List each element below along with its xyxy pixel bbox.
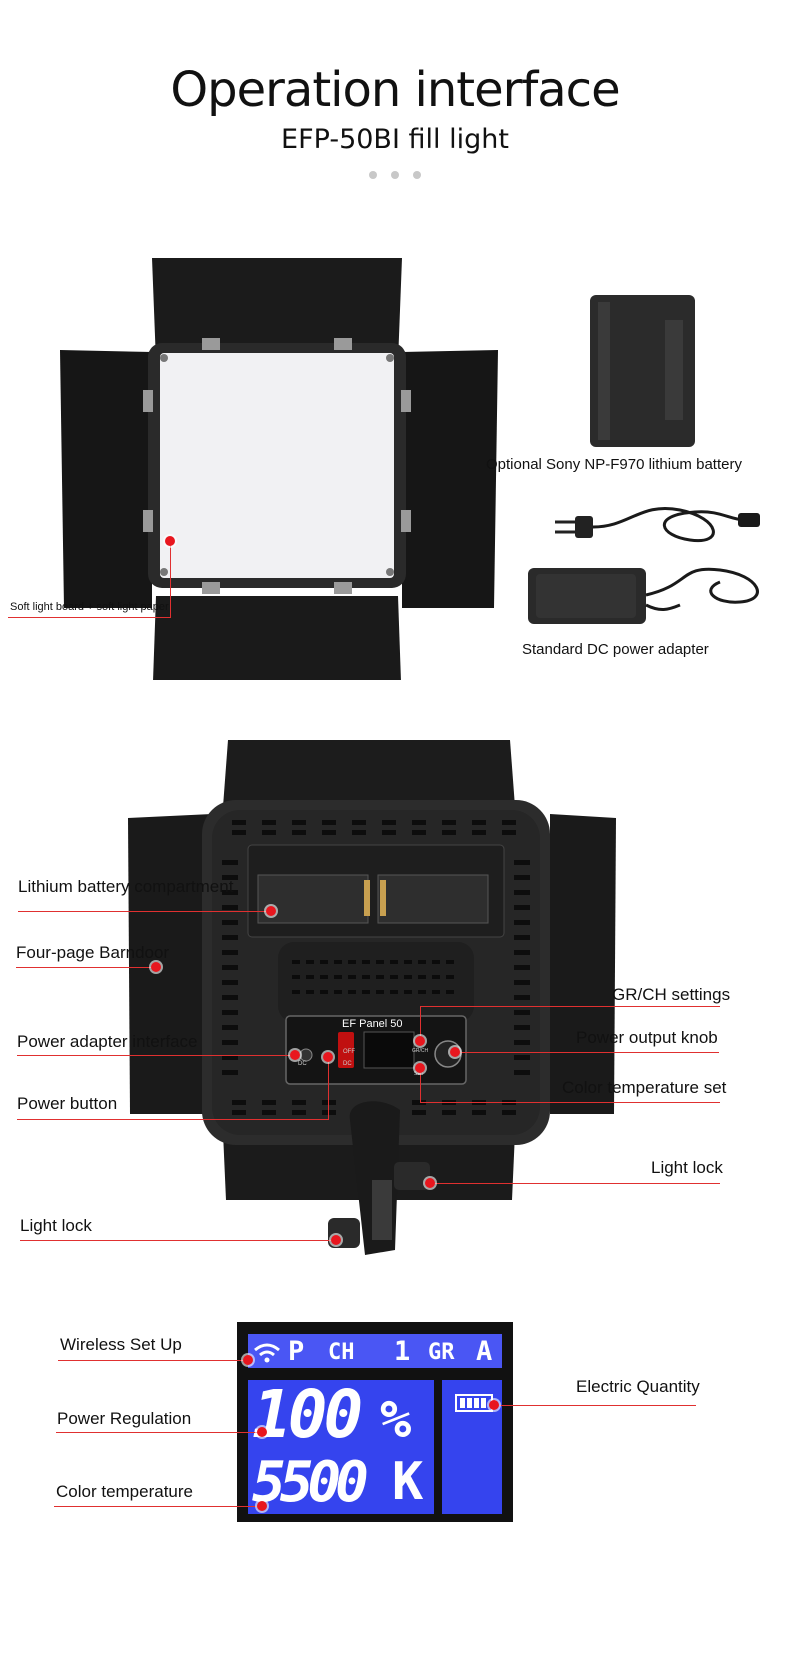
- front-light-illustration: [60, 258, 760, 680]
- lcd-main-area: [248, 1380, 434, 1514]
- power-button-marker: [323, 1052, 333, 1062]
- electric-quantity-marker: [489, 1400, 499, 1410]
- panel-brand: EF Panel 50: [342, 1018, 403, 1030]
- wireless-leader: [58, 1360, 248, 1361]
- power-regulation-marker: [257, 1427, 267, 1437]
- light-lock-right-label: Light lock: [651, 1158, 723, 1177]
- adapter-caption: Standard DC power adapter: [522, 641, 709, 658]
- panel-set-label: SET: [414, 1071, 424, 1077]
- output-knob-leader: [455, 1052, 719, 1053]
- panel-dc-label: DC: [343, 1061, 352, 1067]
- battery-compartment-leader: [18, 911, 270, 912]
- adapter-interface-leader: [17, 1055, 295, 1056]
- panel-dc-port-label: DC: [298, 1061, 307, 1067]
- grch-settings-label: GR/CH settings: [612, 985, 731, 1004]
- wifi-icon: [254, 1343, 280, 1363]
- front-diffuser-leader-v: [170, 544, 171, 618]
- power-button-leader: [17, 1119, 329, 1120]
- lcd-top-bar: [248, 1334, 502, 1368]
- back-panel-illustration: [128, 740, 616, 1255]
- electric-quantity-label: Electric Quantity: [576, 1377, 700, 1396]
- barndoor-label: Four-page Barndoor: [16, 943, 170, 962]
- output-knob-marker: [450, 1047, 460, 1057]
- electric-quantity-leader: [494, 1405, 696, 1406]
- power-button-leader-v: [328, 1058, 329, 1120]
- carousel-dot[interactable]: [413, 171, 421, 179]
- lcd-temp-value: 5500: [252, 1450, 369, 1515]
- battery-compartment-marker: [266, 906, 276, 916]
- page-subtitle: EFP-50BI fill light: [281, 124, 509, 155]
- light-lock-right-marker: [425, 1178, 435, 1188]
- barndoor-leader: [16, 967, 156, 968]
- battery-compartment-label: Lithium battery compartment: [18, 877, 234, 896]
- battery-caption: Optional Sony NP-F970 lithium battery: [486, 456, 742, 473]
- grch-settings-leader: [420, 1006, 720, 1007]
- grch-settings-leader-v: [420, 1006, 421, 1042]
- color-temperature-label: Color temperature: [56, 1482, 194, 1501]
- color-temperature-marker: [257, 1501, 267, 1511]
- page-title: Operation interface: [170, 62, 620, 118]
- carousel-dot[interactable]: [391, 171, 399, 179]
- light-lock-left-marker: [331, 1235, 341, 1245]
- output-knob-label: Power output knob: [576, 1028, 718, 1047]
- power-button-label: Power button: [17, 1094, 118, 1113]
- front-diffuser-marker: [165, 536, 175, 546]
- lcd-gr-value: A: [476, 1336, 493, 1367]
- wireless-label: Wireless Set Up: [60, 1335, 182, 1354]
- colortemp-set-label: Color temperature set: [562, 1078, 727, 1097]
- lcd-ch-value: 1: [394, 1336, 411, 1367]
- light-lock-left-label: Light lock: [20, 1216, 92, 1235]
- light-lock-left-leader: [20, 1240, 336, 1241]
- panel-off-label: OFF: [343, 1049, 355, 1055]
- power-regulation-label: Power Regulation: [57, 1409, 192, 1428]
- adapter-interface-marker: [290, 1050, 300, 1060]
- lcd-mode: P: [288, 1336, 305, 1367]
- colortemp-set-leader-v: [420, 1068, 421, 1102]
- wireless-marker: [243, 1355, 253, 1365]
- carousel-dots: [0, 166, 790, 184]
- adapter-interface-label: Power adapter interface: [17, 1032, 198, 1051]
- barndoor-marker: [151, 962, 161, 972]
- front-diffuser-label: Soft light board + soft light paper: [10, 601, 169, 613]
- lcd-power-unit: %: [380, 1390, 412, 1450]
- power-regulation-leader: [56, 1432, 262, 1433]
- colortemp-set-leader: [420, 1102, 720, 1103]
- lcd-ch-label: CH: [328, 1340, 355, 1365]
- panel-grch-label: GR/CH: [412, 1048, 429, 1054]
- carousel-dot[interactable]: [369, 171, 377, 179]
- grch-settings-marker: [415, 1036, 425, 1046]
- lcd-gr-label: GR: [428, 1340, 455, 1365]
- lcd-power-value: 100: [252, 1376, 363, 1453]
- color-temperature-leader: [54, 1506, 262, 1507]
- front-diffuser-leader: [8, 617, 170, 618]
- light-lock-right-leader: [430, 1183, 720, 1184]
- colortemp-set-marker: [415, 1063, 425, 1073]
- lcd-temp-unit: K: [392, 1452, 424, 1512]
